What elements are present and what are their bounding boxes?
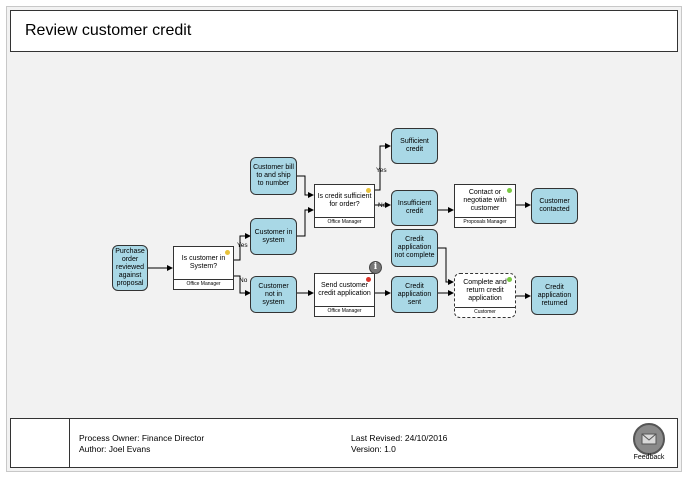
title-box: Review customer credit [10,10,678,52]
status-dot-icon [507,277,512,282]
task-send-credit-application[interactable]: Send customer credit application Office … [314,273,375,317]
node-sufficient-credit[interactable]: Sufficient credit [391,128,438,164]
node-credit-app-not-complete[interactable]: Credit application not complete [391,229,438,267]
node-customer-in-system[interactable]: Customer in system [250,218,297,255]
node-customer-not-in-system[interactable]: Customer not in system [250,276,297,313]
task-label: Is customer in System? [181,255,226,270]
task-role: Customer [455,307,515,317]
task-label: Send customer credit application [318,282,371,297]
edge-label-no-1: No [239,277,248,284]
node-purchase-order[interactable]: Purchase order reviewed against proposal [112,245,148,291]
task-role: Proposals Manager [455,217,515,227]
task-complete-return-credit-application[interactable]: Complete and return credit application C… [454,273,516,318]
edge-label-yes-2: Yes [376,167,387,174]
task-role: Office Manager [174,279,233,289]
version: Version: 1.0 [351,444,396,454]
task-is-customer-in-system[interactable]: Is customer in System? Office Manager [173,246,234,290]
node-credit-app-returned[interactable]: Credit application returned [531,276,578,315]
status-dot-icon [366,277,371,282]
footer-divider [69,419,70,467]
status-dot-icon [507,188,512,193]
node-customer-bill[interactable]: Customer bill to and ship to number [250,157,297,195]
info-icon[interactable]: i [369,261,382,274]
author: Author: Joel Evans [79,444,151,454]
task-role: Office Manager [315,217,374,227]
node-customer-contacted[interactable]: Customer contacted [531,188,578,224]
status-dot-icon [225,250,230,255]
last-revised: Last Revised: 24/10/2016 [351,433,448,443]
edge-no-to-customer-not-in-system [234,275,251,296]
edge-in-system-to-credit-check [297,207,314,237]
task-label: Is credit sufficient for order? [317,193,372,208]
node-insufficient-credit[interactable]: Insufficient credit [391,190,438,226]
edge-bill-to-credit-check [297,175,314,198]
page-frame [6,6,682,472]
edge-not-complete-to-complete [438,247,454,285]
node-credit-app-sent[interactable]: Credit application sent [391,276,438,313]
task-role: Office Manager [315,306,374,316]
feedback-button[interactable] [633,423,665,455]
task-is-credit-sufficient[interactable]: Is credit sufficient for order? Office M… [314,184,375,228]
edge-label-no-2: No [378,202,387,209]
edge-yes-to-sufficient [375,143,391,191]
envelope-icon [641,433,657,445]
status-dot-icon [366,188,371,193]
edge-label-yes-1: Yes [237,242,248,249]
task-contact-negotiate[interactable]: Contact or negotiate with customer Propo… [454,184,516,228]
edge-yes-to-customer-in-system [234,233,251,261]
process-owner: Process Owner: Finance Director [79,433,205,443]
task-label: Contact or negotiate with customer [463,189,507,212]
page-title: Review customer credit [25,22,192,39]
footer: Process Owner: Finance Director Author: … [10,418,678,468]
feedback-label: Feedback [633,454,665,461]
task-label: Complete and return credit application [463,278,507,302]
